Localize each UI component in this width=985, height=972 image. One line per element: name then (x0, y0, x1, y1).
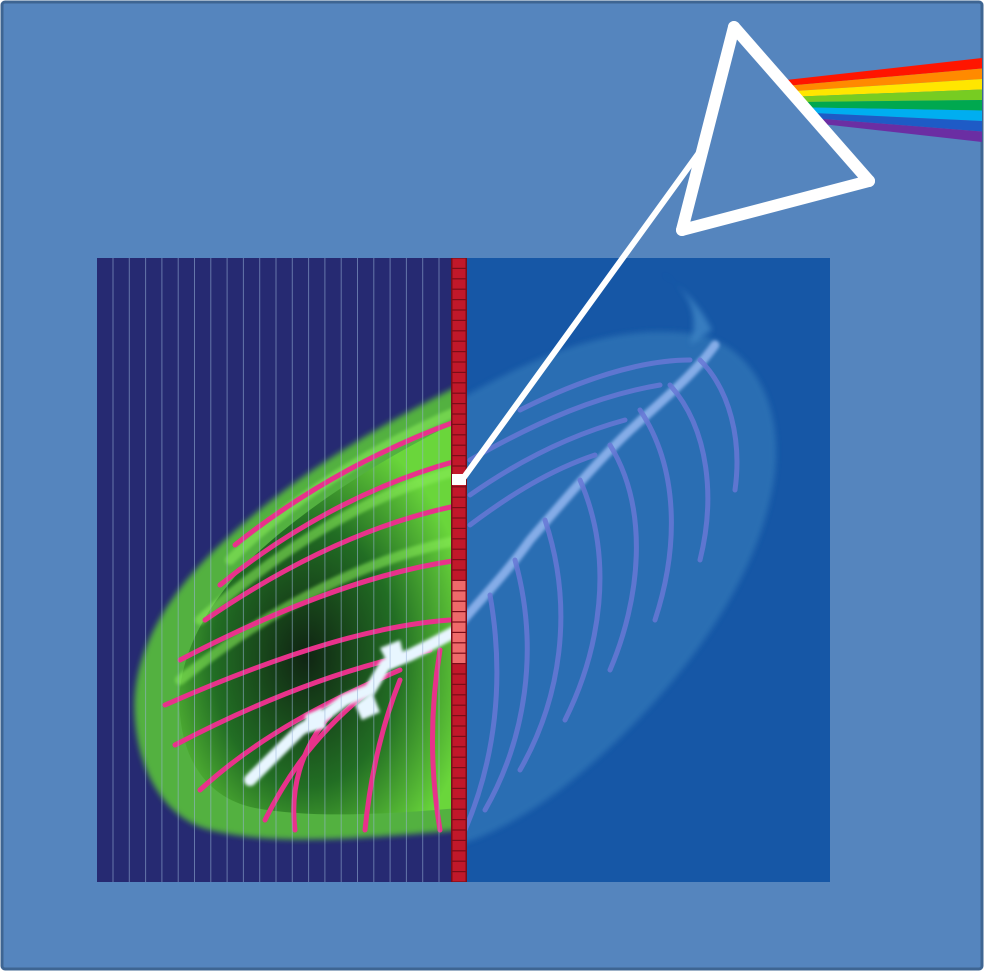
spectral-cell (452, 695, 466, 705)
spectral-cell (452, 861, 466, 871)
spectral-cell (452, 456, 466, 466)
spectral-cell (452, 799, 466, 809)
spectral-cell (452, 778, 466, 788)
spectrum-band (786, 58, 982, 86)
left-leaf-midrib-blobs (305, 640, 405, 732)
spectral-cell (452, 705, 466, 715)
spectral-cell (452, 674, 466, 684)
spectral-cell (452, 404, 466, 414)
spectral-cell (452, 269, 466, 279)
spectral-cell (452, 768, 466, 778)
prism-vertex-top (728, 21, 740, 33)
spectral-cell (452, 612, 466, 622)
spectral-cell (452, 487, 466, 497)
spectral-cell (452, 757, 466, 767)
selected-pixel-marker (452, 474, 466, 485)
spectral-cell (452, 830, 466, 840)
spectral-cell (452, 726, 466, 736)
rainbow-beam-icon (786, 58, 982, 142)
spectral-cell (452, 279, 466, 289)
spectral-cell (452, 851, 466, 861)
spectral-cell (452, 809, 466, 819)
spectral-cell (452, 789, 466, 799)
left-leaf-image (97, 258, 455, 882)
scan-line-grid (112, 258, 440, 882)
spectrum-band (799, 89, 982, 102)
right-leaf-midrib (466, 340, 720, 624)
spectral-cell (452, 872, 466, 882)
spectral-cell (452, 310, 466, 320)
prism-vertex-left (676, 224, 688, 236)
spectral-cell (452, 258, 466, 268)
spectral-cell (452, 352, 466, 362)
spectral-strip-frame (451, 258, 467, 882)
spectral-cell (452, 362, 466, 372)
right-leaf-tip (660, 272, 712, 345)
spectral-cell (452, 685, 466, 695)
spectrum-band (817, 118, 982, 142)
triangle-prism-icon (676, 21, 875, 236)
spectral-cell (452, 664, 466, 674)
spectral-cell (452, 747, 466, 757)
spectral-cell (452, 425, 466, 435)
spectral-cell (452, 435, 466, 445)
light-ray (459, 140, 709, 483)
spectral-cell (452, 622, 466, 632)
spectrum-band (795, 79, 982, 97)
spectral-cell (452, 331, 466, 341)
spectrum-band (804, 100, 982, 111)
spectral-cell (452, 445, 466, 455)
spectral-cell (452, 321, 466, 331)
spectral-cell (452, 529, 466, 539)
spectral-cell (452, 841, 466, 851)
right-leaf-image (466, 258, 830, 882)
spectral-cell (452, 393, 466, 403)
spectral-cell (452, 373, 466, 383)
spectrum-band (813, 113, 982, 132)
spectral-cell (452, 383, 466, 393)
spectral-strip (451, 258, 467, 882)
spectral-cell (452, 591, 466, 601)
spectral-cell (452, 539, 466, 549)
spectral-cell (452, 466, 466, 476)
spectral-cell (452, 601, 466, 611)
left-leaf-veins (162, 419, 455, 833)
prism-vertex-right (863, 175, 875, 187)
spectral-cell (452, 653, 466, 663)
spectral-cell (452, 820, 466, 830)
spectral-cell (452, 341, 466, 351)
spectral-cell (452, 414, 466, 424)
spectral-cell (452, 497, 466, 507)
spectral-cell (452, 300, 466, 310)
spectral-cell (452, 560, 466, 570)
spectral-cell (452, 549, 466, 559)
right-leaf-veins (466, 357, 740, 833)
spectrum-band (790, 68, 982, 91)
spectral-cell (452, 518, 466, 528)
spectral-cell (452, 633, 466, 643)
spectrum-band (808, 107, 982, 121)
spectral-cell (452, 289, 466, 299)
spectral-cell (452, 643, 466, 653)
spectral-cell (452, 570, 466, 580)
spectral-cell (452, 716, 466, 726)
spectral-cell (452, 508, 466, 518)
spectral-cell (452, 737, 466, 747)
spectral-cell (452, 581, 466, 591)
